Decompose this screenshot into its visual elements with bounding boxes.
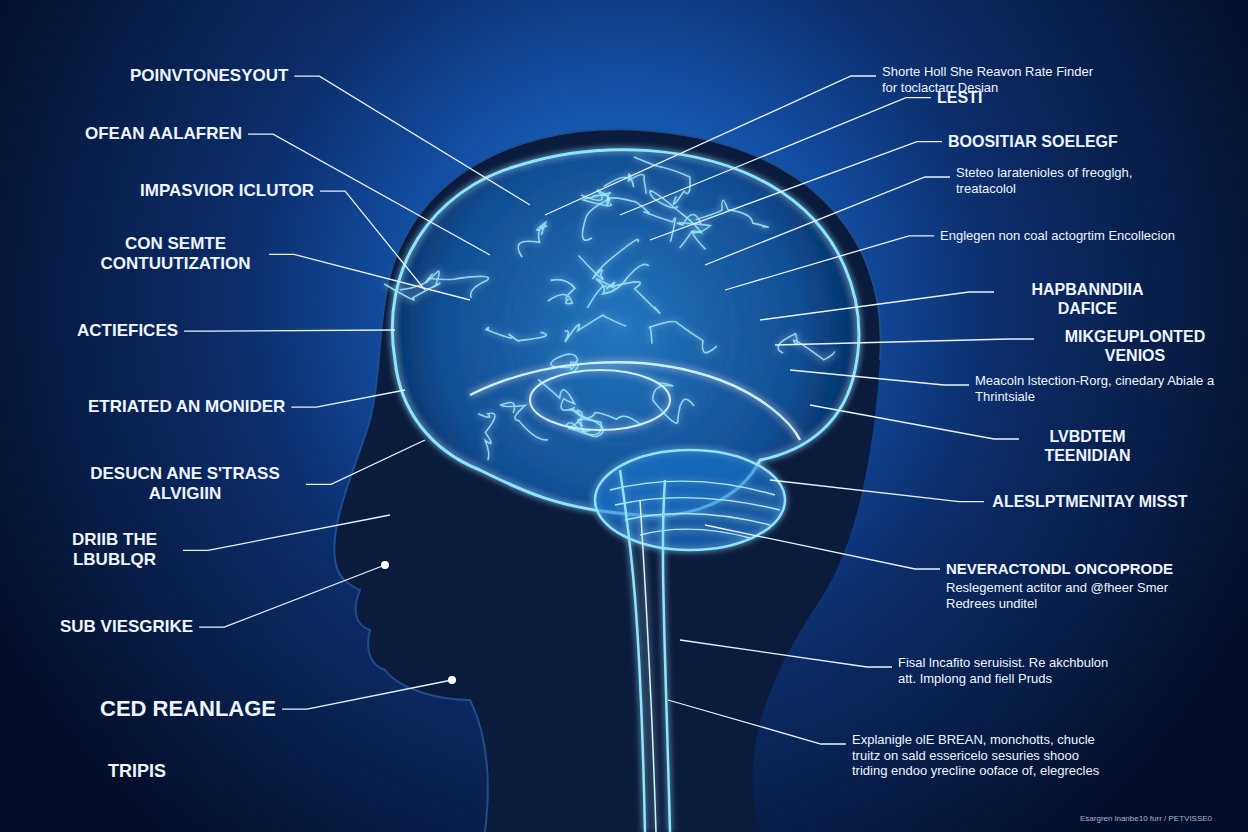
region-label: OFEAN AALAFREN: [85, 124, 242, 144]
region-label: LVBDTEM TEENIDIAN: [1025, 427, 1150, 465]
brain-fold: [501, 403, 548, 440]
description-text: Reslegement actitor and @fheer Smer Redr…: [946, 580, 1186, 611]
leader-line: [291, 390, 405, 407]
brain-fold: [579, 240, 639, 280]
region-label: POINVTONESYOUT: [130, 66, 288, 86]
region-label: ALESLPTMENITAY MISST: [990, 492, 1190, 511]
brain-folds: [384, 157, 834, 460]
region-label: BOOSITIAR SOELEGF: [948, 132, 1118, 151]
leader-line: [770, 480, 984, 502]
region-label: HAPBANNDIIA DAFICE: [1000, 280, 1175, 318]
leader-line: [705, 525, 940, 569]
brain-fold: [400, 276, 489, 297]
leader-line: [810, 405, 1019, 439]
region-label: NEVERACTONDL ONCOPRODE: [946, 560, 1173, 578]
brain-fold: [569, 410, 604, 437]
leader-line: [184, 330, 395, 331]
description-text: Esargren lnanbe10 furr / PETVISSE0: [1080, 814, 1240, 824]
brain-fold: [565, 315, 626, 342]
region-label: CED REANLAGE: [100, 696, 276, 722]
description-text: Fisal lncafito seruisist. Re akchbulon a…: [898, 655, 1128, 686]
region-label: DRIIB THE LBUBLQR: [52, 530, 177, 571]
region-label: LESTI: [937, 88, 982, 107]
leader-line: [545, 76, 876, 215]
brain: [384, 150, 858, 832]
brain-fold: [478, 413, 495, 460]
leader-line: [183, 515, 390, 550]
head-silhouette: [334, 129, 880, 832]
brain-fold: [518, 223, 547, 258]
description-text: Steteo laratenioles of freoglgh, treatac…: [956, 165, 1186, 196]
brain-fold: [551, 354, 578, 372]
brain-fold: [538, 379, 575, 410]
description-text: Englegen non coal actogrtim Encollecion: [940, 228, 1190, 244]
region-label: CON SEMTE CONTUUTIZATION: [88, 234, 263, 275]
region-label: SUB VIESGRIKE: [60, 617, 193, 637]
description-text: Explanigle olE BREAN, monchotts, chucle …: [852, 732, 1112, 779]
leader-dot: [448, 676, 456, 684]
corpus-callosum: [530, 370, 670, 430]
region-label: IMPASVIOR ICLUTOR: [140, 181, 314, 201]
leader-line: [269, 254, 470, 300]
head-outline: [334, 129, 880, 832]
leader-line: [725, 236, 934, 290]
region-label: DESUCN ANE S'TRASS ALVIGIIN: [70, 464, 300, 505]
cerebellum-folds: [610, 481, 780, 538]
brain-fold: [569, 409, 641, 425]
description-text: Shorte Holl She Reavon Rate Finder for t…: [882, 64, 1097, 95]
leader-line: [775, 339, 1034, 345]
brain-fold: [650, 322, 717, 353]
brain-fold: [778, 334, 834, 360]
spinal-cord: [640, 500, 656, 832]
leader-line: [705, 177, 950, 265]
brain-fold: [486, 328, 546, 342]
leader-dot: [381, 561, 389, 569]
leader-line: [650, 142, 942, 240]
brain-fold: [696, 200, 769, 227]
region-label: ACTIEFICES: [77, 321, 178, 341]
brain-fold: [596, 264, 648, 294]
brain-stem: [620, 470, 670, 832]
leader-line: [668, 700, 846, 744]
leader-line: [790, 370, 969, 385]
leader-line: [760, 292, 994, 320]
brain-fold: [587, 282, 659, 313]
region-label: TRIPIS: [108, 761, 166, 783]
region-label: MIKGEUPLONTED VENIOS: [1040, 327, 1230, 365]
leader-line: [306, 440, 425, 484]
leader-line: [294, 76, 530, 205]
lateral-sulcus: [470, 362, 800, 440]
brain-fold: [604, 174, 646, 194]
leader-line: [620, 98, 931, 215]
brain-fold: [548, 280, 575, 304]
leader-line: [282, 680, 452, 709]
description-text: Meacoln lstection-Rorg, cinedary Abiale …: [975, 373, 1220, 404]
leader-line: [199, 565, 385, 627]
brain-outline: [392, 150, 858, 516]
region-label: ETRIATED AN MONIDER: [88, 397, 285, 417]
leader-line: [680, 640, 892, 667]
